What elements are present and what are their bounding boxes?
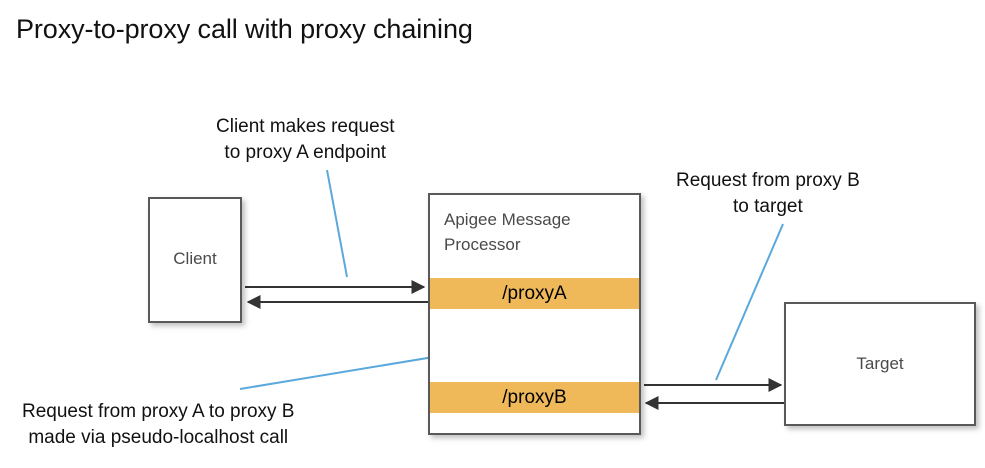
- message-processor-title-line2: Processor: [444, 235, 521, 254]
- proxy-band-proxya[interactable]: /proxyA: [430, 278, 639, 309]
- leader-line-client-request: [326, 169, 348, 278]
- proxy-band-proxyb[interactable]: /proxyB: [430, 382, 639, 413]
- leader-line-proxyb-target: [715, 223, 784, 381]
- node-target-label: Target: [856, 354, 904, 373]
- annotation-client-request-line2: to proxy A endpoint: [224, 142, 387, 163]
- annotation-proxy-chaining-line2: made via pseudo-localhost call: [28, 427, 289, 448]
- page-title: Proxy-to-proxy call with proxy chaining: [16, 14, 473, 44]
- annotation-proxyb-to-target-line1: Request from proxy B: [676, 170, 860, 191]
- node-message-processor[interactable]: Apigee Message Processor /proxyA /proxyB: [428, 193, 641, 435]
- annotation-proxy-chaining-line1: Request from proxy A to proxy B: [22, 401, 295, 422]
- annotation-client-request-line1: Client makes request: [216, 116, 395, 137]
- annotation-proxyb-to-target: Request from proxy B to target: [676, 168, 860, 220]
- message-processor-title-line1: Apigee Message: [444, 210, 571, 229]
- node-client[interactable]: Client: [148, 197, 242, 323]
- message-processor-title: Apigee Message Processor: [444, 207, 634, 257]
- annotation-client-request: Client makes request to proxy A endpoint: [216, 114, 394, 166]
- node-client-label: Client: [173, 249, 217, 268]
- annotation-proxyb-to-target-line2: to target: [733, 196, 803, 217]
- node-target[interactable]: Target: [784, 302, 976, 426]
- annotation-proxy-chaining: Request from proxy A to proxy B made via…: [22, 399, 294, 451]
